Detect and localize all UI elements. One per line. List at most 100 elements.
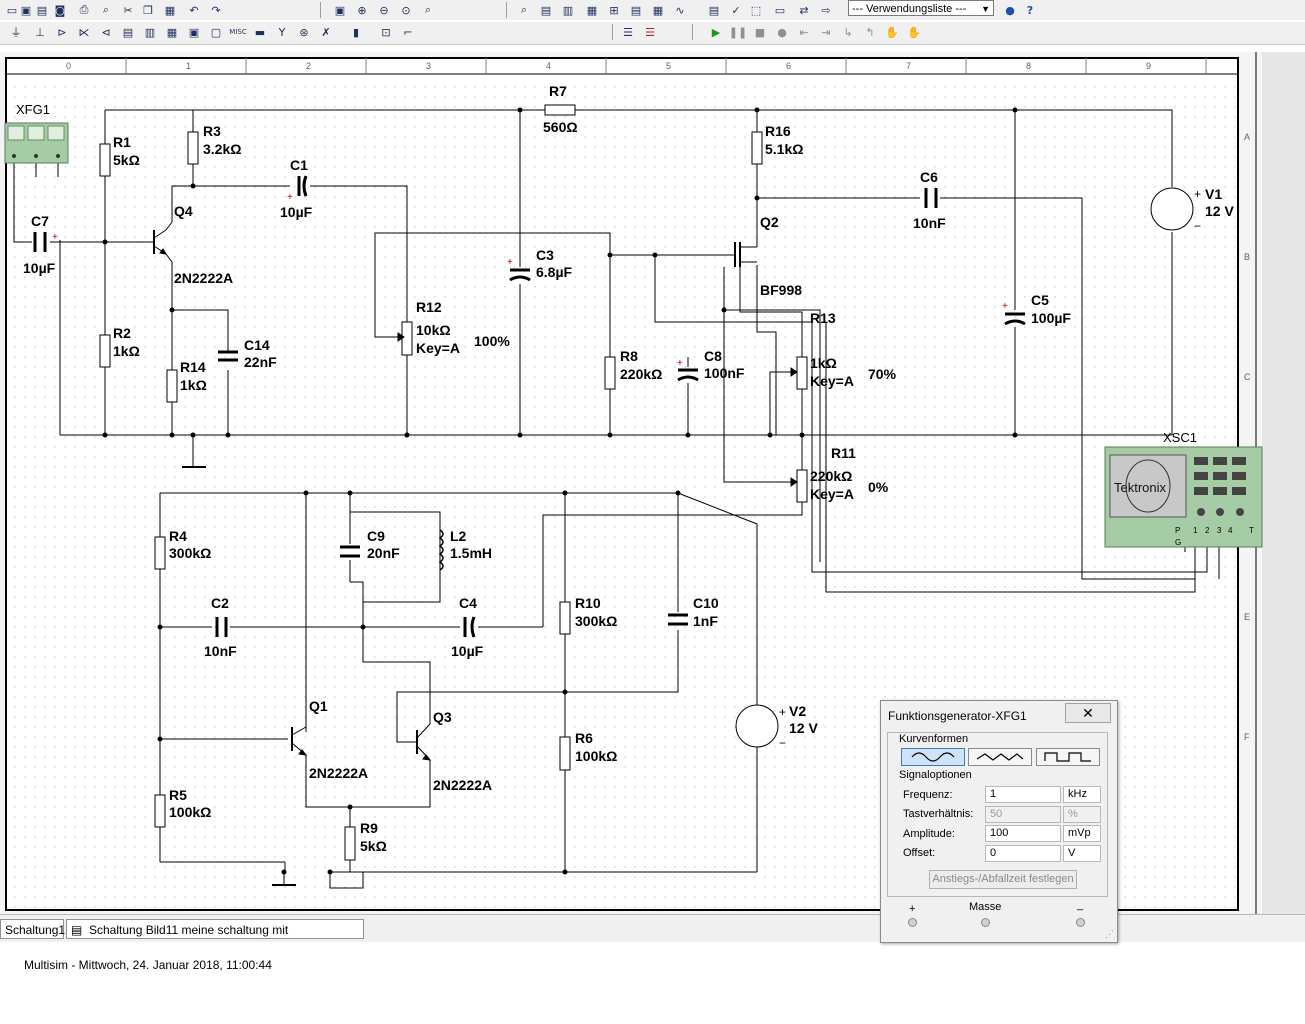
design-toolbox-icon[interactable]: ⌕ xyxy=(520,3,528,16)
breakpoint-icon[interactable]: ✋ xyxy=(885,25,899,39)
function-generator-instrument[interactable]: XFG1 xyxy=(4,102,69,164)
ruler-right-label: A xyxy=(1244,132,1250,142)
grid-icon[interactable]: ▦ xyxy=(586,3,598,17)
triangle-wave-button[interactable] xyxy=(968,748,1032,766)
cmos-icon[interactable]: ▥ xyxy=(144,25,156,39)
offset-input[interactable]: 0 xyxy=(985,845,1061,862)
component-ref-label: R5 xyxy=(169,787,187,803)
run-simulation-icon[interactable]: ▶ xyxy=(711,25,721,39)
ground-terminal[interactable] xyxy=(981,918,990,927)
probe-icon[interactable]: ● xyxy=(777,25,787,39)
minus-terminal[interactable] xyxy=(1076,918,1085,927)
select-icon[interactable]: ⬚ xyxy=(750,3,762,17)
advanced-peripherals-icon[interactable]: ▬ xyxy=(254,25,266,39)
mixed-icon[interactable]: ▦ xyxy=(166,25,178,39)
ruler-top-label: 0 xyxy=(66,61,71,71)
spreadsheet-icon[interactable]: ▤ xyxy=(540,3,552,17)
print-icon[interactable]: ⎙ xyxy=(79,3,89,16)
electromechanical-icon[interactable]: ⊛ xyxy=(299,25,309,39)
rf-icon[interactable]: Y xyxy=(278,25,286,39)
mcu-icon[interactable]: ▮ xyxy=(352,25,360,39)
bom-icon[interactable]: ▤ xyxy=(708,3,720,17)
hierarchy-icon[interactable]: ⊡ xyxy=(381,25,391,39)
list-icon[interactable]: ☰ xyxy=(645,25,655,39)
clear-breakpoints-icon[interactable]: ✋ xyxy=(907,25,921,39)
print-preview-icon[interactable]: ⌕ xyxy=(102,3,110,16)
frequency-input[interactable]: 1 xyxy=(985,786,1061,803)
plus-terminal[interactable] xyxy=(908,918,917,927)
layout-icon[interactable]: ▭ xyxy=(774,3,786,17)
frequency-unit-select[interactable]: kHz xyxy=(1063,786,1101,803)
rise-fall-time-button[interactable]: Anstiegs-/Abfallzeit festlegen xyxy=(929,870,1077,889)
component-icon[interactable]: ⊞ xyxy=(609,3,619,17)
power-icon[interactable]: ▢ xyxy=(210,25,222,39)
v1-source[interactable] xyxy=(1150,187,1194,231)
transfer-icon[interactable]: ⇄ xyxy=(799,3,809,17)
postprocessor-icon[interactable]: ▦ xyxy=(652,3,664,17)
chevron-down-icon: ▼ xyxy=(981,4,990,14)
diode-icon[interactable]: ⊳ xyxy=(57,25,67,39)
zoom-out-icon[interactable]: ⊖ xyxy=(379,3,389,17)
step-icon[interactable]: ⇤ xyxy=(799,25,809,39)
open-folder-icon[interactable]: ▣ xyxy=(20,3,32,17)
tab-schaltung1[interactable]: Schaltung1 xyxy=(0,919,65,939)
square-wave-button[interactable] xyxy=(1036,748,1100,766)
bus-icon[interactable]: ⌐ xyxy=(403,25,413,39)
offset-label: Offset: xyxy=(903,847,936,859)
erc-icon[interactable]: ✓ xyxy=(731,3,741,17)
transistor-icon[interactable]: ⋉ xyxy=(78,25,90,39)
open-icon[interactable]: ▤ xyxy=(36,3,48,17)
step-into-icon[interactable]: ↳ xyxy=(843,25,853,39)
ruler-top-label: 4 xyxy=(546,61,551,71)
help-icon[interactable]: ? xyxy=(1026,3,1034,17)
new-file-icon[interactable]: ▭ xyxy=(6,3,18,17)
component-value-label: 10nF xyxy=(204,643,237,659)
component-ref-label: R7 xyxy=(549,83,567,99)
v2-source[interactable] xyxy=(735,704,779,748)
step-out-icon[interactable]: ↰ xyxy=(865,25,875,39)
database-icon[interactable]: ▥ xyxy=(562,3,574,17)
undo-icon[interactable]: ↶ xyxy=(189,3,199,17)
analog-icon[interactable]: ⊲ xyxy=(101,25,111,39)
indicator-icon[interactable]: ▣ xyxy=(188,25,200,39)
offset-unit-select[interactable]: V xyxy=(1063,845,1101,862)
component-labels: R15kΩR21kΩR33.2kΩC110µFC710µFQ42N2222AR1… xyxy=(23,83,1234,854)
save-icon[interactable]: ◙ xyxy=(54,3,66,17)
minus-terminal-label: _ xyxy=(1077,899,1084,911)
basic-icon[interactable]: ⊥ xyxy=(35,25,45,39)
tab-schaltung-bild11[interactable]: ▤ Schaltung Bild11 meine schaltung mit v… xyxy=(66,919,364,957)
duty-cycle-input[interactable]: 50 xyxy=(985,806,1061,823)
close-button[interactable]: ✕ xyxy=(1065,703,1111,723)
source-icon[interactable]: ⏚ xyxy=(10,26,22,39)
sine-wave-icon xyxy=(911,752,955,762)
amplitude-unit-select[interactable]: mVp xyxy=(1063,825,1101,842)
component-value-label: 5kΩ xyxy=(113,152,140,168)
paste-icon[interactable]: ▦ xyxy=(164,3,176,17)
redo-icon[interactable]: ↷ xyxy=(211,3,221,17)
resize-grip-icon[interactable]: ⋰ xyxy=(1105,929,1114,939)
amplitude-input[interactable]: 100 xyxy=(985,825,1061,842)
stop-simulation-icon[interactable]: ■ xyxy=(754,25,766,39)
web-icon[interactable]: ● xyxy=(1005,3,1015,17)
sine-wave-button[interactable] xyxy=(901,748,965,766)
ttl-icon[interactable]: ▤ xyxy=(122,25,134,39)
zoom-fit-icon[interactable]: ⌕ xyxy=(424,3,432,16)
copy-icon[interactable]: ❐ xyxy=(143,3,153,17)
zoom-in-icon[interactable]: ⊕ xyxy=(357,3,367,17)
zoom-area-icon[interactable]: ⊙ xyxy=(401,3,411,17)
misc-icon[interactable]: MISC xyxy=(229,28,247,36)
table-icon[interactable]: ▤ xyxy=(630,3,642,17)
pause-simulation-icon[interactable]: ❚❚ xyxy=(728,25,748,39)
usage-list-dropdown[interactable]: --- Verwendungsliste --- ▼ xyxy=(848,0,994,16)
component-value-label: 20nF xyxy=(367,545,400,561)
scope-port-label: 3 xyxy=(1217,526,1222,535)
cut-icon[interactable]: ✂ xyxy=(123,3,133,17)
ni-components-icon[interactable]: ✗ xyxy=(321,25,331,39)
fullscreen-icon[interactable]: ▣ xyxy=(334,3,346,17)
align-icon[interactable]: ☰ xyxy=(623,25,633,39)
step-over-icon[interactable]: ⇥ xyxy=(821,25,831,39)
ultiboard-icon[interactable]: ⇨ xyxy=(821,3,831,17)
component-value-label: 220kΩ xyxy=(620,366,662,382)
grapher-icon[interactable]: ∿ xyxy=(675,3,685,17)
